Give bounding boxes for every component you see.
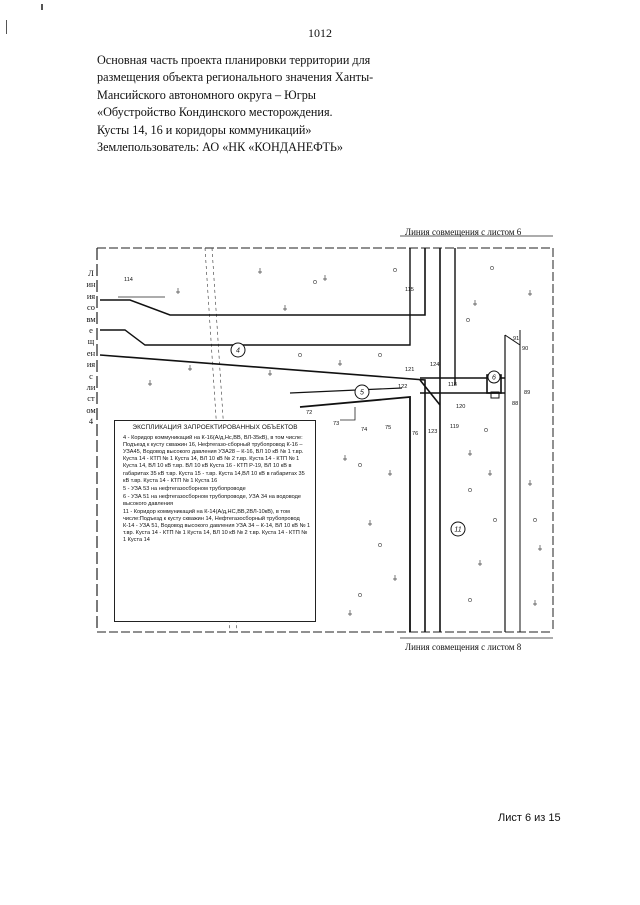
point-label: 73 <box>333 421 339 427</box>
title-line: «Обустройство Кондинского месторождения. <box>97 105 333 120</box>
point-label: 124 <box>430 362 439 368</box>
corridor-11-boundary <box>299 396 411 632</box>
corridor-marker-label: 4 <box>236 348 240 355</box>
legend-item: 5 - УЗА 53 на нефтегазосборном трубопров… <box>123 485 246 492</box>
point-label: 118 <box>448 382 457 388</box>
point-label: 123 <box>428 429 437 435</box>
title-line: Основная часть проекта планировки террит… <box>97 53 371 67</box>
vertical-label-part: ин <box>86 280 96 290</box>
point-label: 114 <box>124 277 133 283</box>
corridor-boundary <box>99 354 426 632</box>
vertical-label-part: Л <box>88 269 94 278</box>
vertical-label-part: ли <box>86 383 96 393</box>
vertical-label-part: с <box>89 371 93 381</box>
title-line: Мансийского автономного округа – Югры <box>97 87 316 102</box>
vertical-label-part: щ <box>87 337 95 347</box>
corridor-5-boundary <box>289 387 403 394</box>
title-line: Землепользователь: АО «НК «КОНДАНЕФТЬ» <box>97 140 344 155</box>
vertical-label-part: ен <box>86 348 96 358</box>
legend-box: ЭКСПЛИКАЦИЯ ЗАПРОЕКТИРОВАННЫХ ОБЪЕКТОВ 4… <box>114 420 316 622</box>
point-label: 72 <box>306 410 312 416</box>
point-label: 115 <box>405 287 414 293</box>
vertical-label-part: со <box>87 303 95 313</box>
point-label: 75 <box>385 425 391 431</box>
document-title: Основная часть проекта планировки террит… <box>97 52 397 156</box>
alignment-line-label-left: Л ин ия со вм е щ ен ия с ли ст ом 4 <box>84 268 98 428</box>
point-label: 90 <box>522 346 528 352</box>
sheet-number: Лист 6 из 15 <box>498 812 561 824</box>
point-label: 120 <box>456 404 465 410</box>
point-label: 121 <box>405 367 414 373</box>
vertical-label-part: е <box>89 326 93 336</box>
corridor-4-boundary <box>100 248 411 346</box>
corridor-4-boundary <box>100 248 426 316</box>
vertical-label-part: 4 <box>88 417 94 427</box>
point-label: 119 <box>450 424 459 430</box>
legend-item: 6 - УЗА 51 на нефтегазосборном трубопров… <box>123 493 301 507</box>
terrain-symbols <box>148 268 542 616</box>
point-label: 91 <box>513 336 519 342</box>
point-label: 74 <box>361 427 367 433</box>
vertical-label-part: ст <box>87 394 95 404</box>
point-label: 122 <box>398 384 407 390</box>
uza-pad <box>490 391 500 399</box>
terrain-dots <box>298 266 537 602</box>
corridor-marker <box>230 342 246 358</box>
survey-line <box>419 379 441 406</box>
page-number: 1012 <box>308 26 332 40</box>
title-line: Кусты 14, 16 и коридоры коммуникаций» <box>97 122 312 137</box>
alignment-line-label-bottom: Линия совмещения с листом 8 <box>405 642 522 652</box>
point-label: 76 <box>412 431 418 437</box>
scan-artifact <box>6 20 7 34</box>
vertical-label-part: ия <box>86 291 96 301</box>
legend-item: 11 - Коридор коммуникаций на К-14(А/д,НС… <box>123 509 311 544</box>
corridor-marker <box>487 370 501 384</box>
alignment-line-label-top: Линия совмещения с листом 6 <box>405 227 522 237</box>
corridor-marker <box>450 521 466 537</box>
survey-line <box>340 407 356 421</box>
survey-line <box>504 334 521 346</box>
vertical-label-part: ия <box>86 360 96 370</box>
point-label: 89 <box>524 390 530 396</box>
corridor-marker <box>354 384 370 400</box>
corridor-marker-label: 5 <box>360 390 364 397</box>
corridor-marker-label: 6 <box>492 375 496 382</box>
vertical-label-part: ом <box>86 405 96 415</box>
point-label: 88 <box>512 401 518 407</box>
corridor-marker-label: 11 <box>454 527 461 534</box>
vertical-label-part: вм <box>86 314 96 324</box>
legend-item: 4 - Коридор коммуникаций на К-16(А/д,Нс,… <box>123 435 305 484</box>
scan-artifact <box>41 4 43 10</box>
title-line: размещения объекта регионального значени… <box>97 70 374 85</box>
legend-title: ЭКСПЛИКАЦИЯ ЗАПРОЕКТИРОВАННЫХ ОБЪЕКТОВ <box>132 424 298 431</box>
